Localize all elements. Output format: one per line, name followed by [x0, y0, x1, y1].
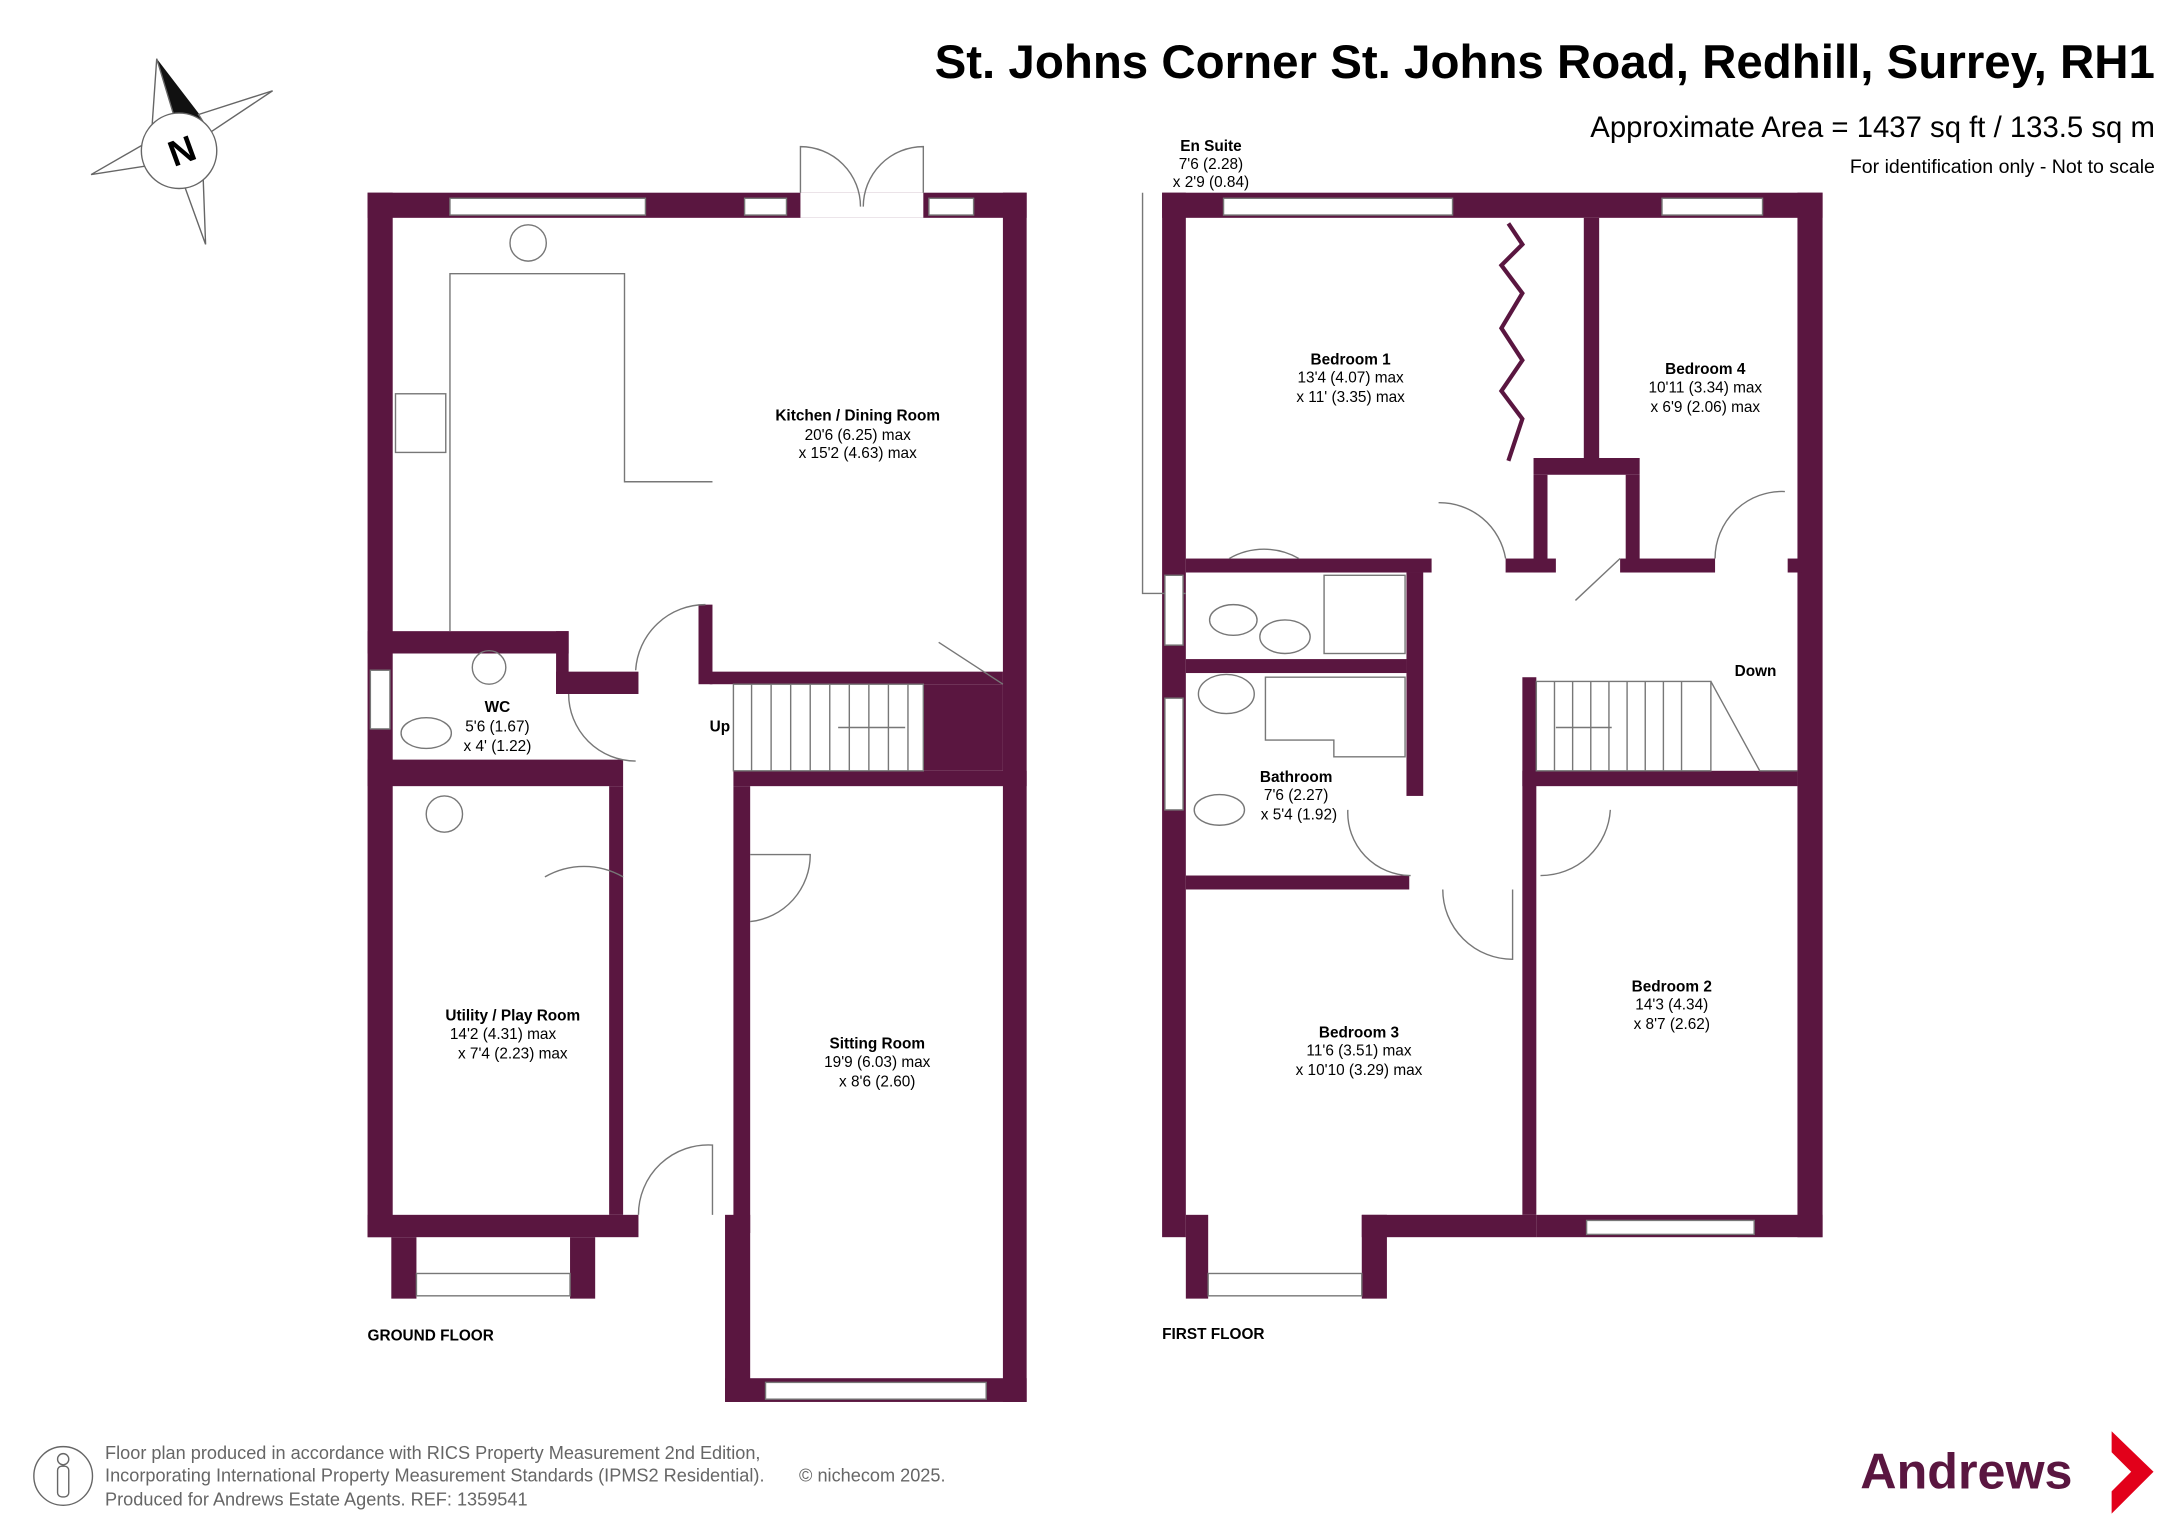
room-name-wc: WC — [485, 699, 511, 716]
disclaimer: For identification only - Not to scale — [1850, 156, 2155, 178]
room-name-bedroom-2: Bedroom 2 — [1632, 978, 1712, 995]
ground-floor-plan — [367, 145, 1027, 1402]
room-dim: x 15'2 (4.63) max — [799, 445, 918, 462]
room-dim: 7'6 (2.27) — [1264, 787, 1328, 804]
room-dim: x 7'4 (2.23) max — [458, 1045, 568, 1062]
first-floor-plan — [1141, 192, 1823, 1299]
room-dim: x 8'6 (2.60) — [839, 1073, 915, 1090]
room-dim: 13'4 (4.07) max — [1297, 370, 1404, 387]
ground-floor-label: GROUND FLOOR — [368, 1328, 494, 1345]
property-title: St. Johns Corner St. Johns Road, Redhill… — [935, 36, 2155, 89]
stairs-down-label: Down — [1735, 663, 1777, 680]
footer-line-2: Incorporating International Property Mea… — [105, 1466, 764, 1486]
andrews-logo-arrow-icon — [2111, 1431, 2154, 1514]
approximate-area: Approximate Area = 1437 sq ft / 133.5 sq… — [1590, 111, 2155, 144]
room-dim: x 10'10 (3.29) max — [1296, 1062, 1423, 1079]
room-dim: x 8'7 (2.62) — [1634, 1016, 1710, 1033]
room-dim: 10'11 (3.34) max — [1648, 379, 1762, 396]
copyright: © nichecom 2025. — [799, 1466, 945, 1486]
room-dim: 20'6 (6.25) max — [805, 427, 912, 444]
room-dim: x 5'4 (1.92) — [1261, 807, 1337, 824]
footer-line-1: Floor plan produced in accordance with R… — [105, 1443, 760, 1463]
person-scale-icon — [33, 1445, 94, 1506]
stairs-up-label: Up — [710, 719, 730, 736]
room-dim: x 6'9 (2.06) max — [1650, 399, 1760, 416]
room-name-ensuite: En Suite — [1180, 138, 1242, 155]
room-name-bedroom-4: Bedroom 4 — [1665, 361, 1746, 378]
room-name-sitting: Sitting Room — [829, 1036, 925, 1053]
room-dim: 19'9 (6.03) max — [824, 1054, 931, 1071]
compass-icon: N — [90, 58, 274, 245]
room-name-bedroom-1: Bedroom 1 — [1310, 351, 1391, 368]
first-floor-label: FIRST FLOOR — [1162, 1326, 1264, 1343]
room-name-bathroom: Bathroom — [1260, 769, 1333, 786]
room-dim: 14'2 (4.31) max — [450, 1026, 557, 1043]
footer-line-3: Produced for Andrews Estate Agents. REF:… — [105, 1489, 528, 1509]
room-dim: x 11' (3.35) max — [1296, 389, 1405, 406]
room-name-utility: Utility / Play Room — [445, 1008, 580, 1025]
room-dim: 14'3 (4.34) — [1635, 997, 1708, 1014]
room-name-kitchen: Kitchen / Dining Room — [775, 407, 940, 424]
room-dim: x 4' (1.22) — [464, 738, 532, 755]
andrews-logo: Andrews — [1860, 1444, 2072, 1500]
room-dim: 5'6 (1.67) — [465, 719, 529, 736]
room-name-bedroom-3: Bedroom 3 — [1319, 1024, 1399, 1041]
room-dim: 11'6 (3.51) max — [1306, 1043, 1411, 1060]
room-dim: x 2'9 (0.84) — [1173, 174, 1249, 191]
room-dim: 7'6 (2.28) — [1179, 156, 1243, 173]
